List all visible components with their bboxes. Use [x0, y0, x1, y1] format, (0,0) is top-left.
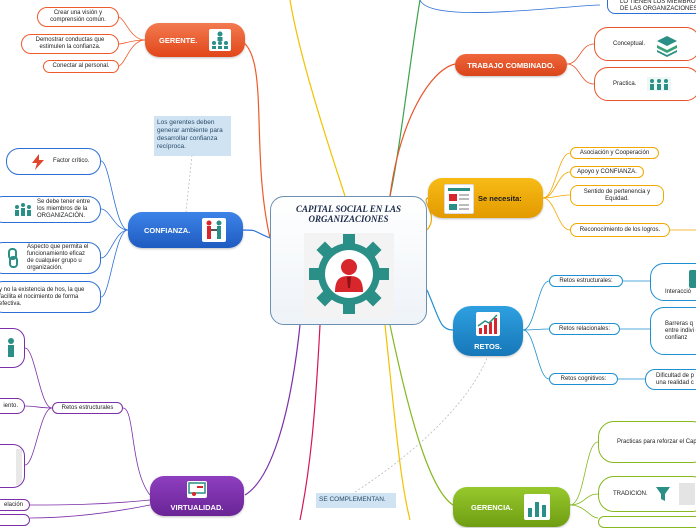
- virt-box-5[interactable]: [0, 514, 30, 526]
- branch-yellow-top: [290, 0, 345, 196]
- retos-right-1-text: Interacció: [665, 289, 691, 296]
- handshake-icon: [202, 218, 226, 242]
- confianza-item-3[interactable]: Aspecto que permita el funcionamiento ef…: [0, 242, 101, 274]
- retos-item-3[interactable]: Retos cognitivos:: [549, 373, 618, 385]
- confianza-item-1-text: Factor crítico.: [53, 158, 89, 165]
- topic-confianza[interactable]: CONFIANZA.: [128, 212, 243, 248]
- branch-yellow-bottom: [385, 325, 410, 520]
- retos-right-2[interactable]: Barreras q entre indivi de confianz: [650, 307, 696, 355]
- gerencia-item-1[interactable]: Practicas para reforzar el Cap: [598, 421, 696, 463]
- gerente-item-1[interactable]: Crear una visión y comprensión común.: [37, 7, 119, 27]
- trabajo-item-1[interactable]: Conceptual.: [594, 27, 696, 61]
- branch-magenta: [300, 325, 320, 520]
- trabajo-item-2[interactable]: Practica.: [594, 67, 696, 101]
- necesita-item-3[interactable]: Sentido de pertenencia y Equidad.: [570, 185, 664, 206]
- necesita-item-4[interactable]: Reconocimiento de los logros.: [570, 223, 670, 237]
- gerencia-item-3[interactable]: [598, 516, 696, 528]
- confianza-item-3-text: Aspecto que permita el funcionamiento ef…: [27, 244, 91, 272]
- topic-se-necesita[interactable]: Se necesita:: [428, 178, 543, 218]
- topic-gerente[interactable]: GERENTE.: [145, 23, 245, 57]
- gerente-item-2[interactable]: Demostrar conductas que estimulen la con…: [21, 34, 119, 54]
- gerente-item-3[interactable]: Conectar al personal.: [43, 60, 119, 73]
- central-title: CAPITAL SOCIAL EN LAS ORGANIZACIONES: [277, 204, 420, 224]
- note-gerentes: Los gerentes deben generar ambiente para…: [154, 116, 231, 156]
- gerencia-item-2-thumb: [679, 483, 695, 505]
- trabajo-item-1-text: Conceptual.: [613, 41, 645, 48]
- form-icon: [444, 184, 474, 214]
- people-icon: [13, 202, 33, 218]
- trabajo-item-2-text: Practica.: [613, 81, 636, 88]
- retos-right-1[interactable]: Interacció: [650, 263, 696, 301]
- retos-item-1[interactable]: Retos estructurales:: [549, 275, 623, 287]
- virt-box-2[interactable]: iento.: [0, 398, 25, 414]
- gerencia-item-2[interactable]: TRADICION.: [598, 476, 696, 512]
- branch-gerencia: [390, 325, 453, 505]
- necesita-item-2[interactable]: Apoyo y CONFIANZA.: [570, 166, 644, 178]
- branch-trabajo: [390, 64, 455, 196]
- virt-box-3-image: [16, 449, 22, 485]
- chart-growth-icon: [476, 312, 500, 336]
- retos-label: RETOS.: [474, 342, 502, 351]
- retos-item-2[interactable]: Retos relacionales:: [549, 323, 620, 335]
- filter-icon: [656, 487, 670, 501]
- virt-box-1[interactable]: [0, 328, 25, 368]
- virt-box-3[interactable]: [0, 444, 25, 488]
- person-teal-icon: [689, 270, 696, 288]
- retos-estructurales-left[interactable]: Retos estructurales: [52, 402, 123, 414]
- branch-retos: [427, 290, 453, 330]
- virt-box-4[interactable]: elación: [0, 499, 30, 511]
- confianza-item-2-text: Se debe tener entre los miembros de la O…: [37, 199, 94, 220]
- person-icon: [7, 338, 15, 358]
- gerencia-item-2-text: TRADICION.: [613, 491, 648, 498]
- gerencia-label: GERENCIA.: [471, 503, 513, 512]
- confianza-item-2[interactable]: Se debe tener entre los miembros de la O…: [0, 196, 101, 223]
- necesita-label: Se necesita:: [478, 194, 522, 203]
- bar-chart-icon: [524, 494, 550, 520]
- topic-trabajo-combinado[interactable]: TRABAJO COMBINADO.: [455, 54, 567, 76]
- books-icon: [655, 33, 679, 57]
- topic-retos[interactable]: RETOS.: [453, 306, 523, 356]
- branch-gerente: [240, 40, 270, 238]
- note-complementan: SE COMPLEMENTAN.: [316, 493, 396, 508]
- central-topic[interactable]: CAPITAL SOCIAL EN LAS ORGANIZACIONES: [270, 196, 427, 325]
- topic-virtualidad[interactable]: VIRTUALIDAD.: [150, 476, 244, 516]
- chain-icon: [7, 248, 19, 268]
- confianza-item-4[interactable]: y no la existencia de hos, la que facili…: [0, 281, 101, 313]
- confianza-item-1[interactable]: Factor crítico.: [6, 148, 101, 175]
- confianza-label: CONFIANZA.: [144, 226, 190, 235]
- group-icon: [647, 77, 671, 91]
- branch-virtualidad: [245, 325, 300, 495]
- top-right-box[interactable]: LO TIENEN LOS MIEMBROS DE LAS ORGANIZACI…: [607, 0, 696, 14]
- branch-confianza: [240, 230, 270, 238]
- virtualidad-label: VIRTUALIDAD.: [171, 503, 224, 512]
- topic-gerencia[interactable]: GERENCIA.: [453, 487, 570, 527]
- retos-right-3[interactable]: Dificultad de p una realidad c: [645, 369, 696, 390]
- gerente-label: GERENTE.: [159, 36, 197, 45]
- presentation-icon: [187, 481, 207, 498]
- central-gear-icon: [304, 233, 394, 318]
- trabajo-label: TRABAJO COMBINADO.: [467, 61, 555, 70]
- bolt-icon: [29, 154, 47, 170]
- team-icon: [209, 29, 231, 51]
- necesita-item-1[interactable]: Asociación y Cooperación: [570, 147, 659, 159]
